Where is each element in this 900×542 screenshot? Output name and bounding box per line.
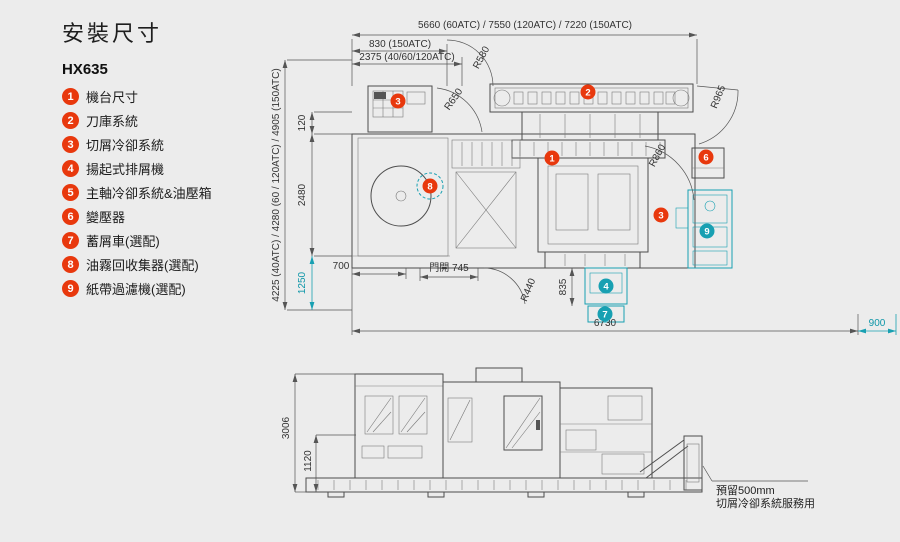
table-area-outline	[352, 137, 450, 257]
legend-item: 8 油霧回收集器(選配)	[62, 255, 272, 274]
transformer-outline	[691, 147, 725, 179]
legend-item: 9 紙帶過濾機(選配)	[62, 279, 272, 298]
plan-markers: 3 2 1 8 6	[390, 84, 715, 322]
dim-835: 835	[558, 278, 569, 295]
dim-overall-depth: 4225 (40ATC) / 4280 (60 / 120ATC) / 4905…	[271, 68, 282, 301]
svg-text:1: 1	[549, 153, 555, 164]
legend-marker: 6	[62, 208, 79, 225]
legend-item: 4 揚起式排屑機	[62, 159, 272, 178]
legend-label: 機台尺寸	[86, 90, 139, 105]
side-view: 3006 1120 預留500mm 切屑冷卻系統服務用	[281, 367, 815, 510]
legend-label: 揚起式排屑機	[86, 162, 165, 177]
side-dimensions: 3006 1120	[281, 373, 356, 493]
legend-item: 6 變壓器	[62, 207, 272, 226]
dim-120: 120	[297, 114, 308, 131]
diagram-marker-tool-magazine: 2	[580, 84, 596, 100]
service-clearance-note: 預留500mm 切屑冷卻系統服務用	[702, 465, 815, 510]
svg-text:6: 6	[703, 152, 708, 163]
diagram-marker-oil-mist: 8	[422, 178, 438, 194]
legend-label: 油霧回收集器(選配)	[86, 258, 199, 273]
legend-item: 1 機台尺寸	[62, 87, 272, 106]
dim-3006: 3006	[281, 416, 292, 439]
dim-830: 830 (150ATC)	[369, 39, 431, 50]
side-machine-outline	[305, 367, 703, 498]
door-swing-arcs	[436, 39, 739, 305]
dim-overall-width: 5660 (60ATC) / 7550 (120ATC) / 7220 (150…	[418, 20, 632, 31]
svg-text:8: 8	[427, 181, 432, 192]
diagram-marker-chip-conveyor: 4	[598, 278, 614, 294]
model-name: HX635	[62, 61, 108, 78]
legend-item: 3 切屑冷卻系統	[62, 135, 272, 154]
dim-door-open: 門開 745	[429, 262, 469, 274]
plan-dimensions: 5660 (60ATC) / 7550 (120ATC) / 7220 (150…	[271, 20, 897, 335]
svg-text:3: 3	[395, 96, 400, 107]
svg-text:2: 2	[585, 87, 590, 98]
dim-6730: 6730	[594, 318, 617, 329]
dim-700: 700	[333, 261, 350, 272]
legend-label: 變壓器	[86, 210, 126, 225]
plan-view: 5660 (60ATC) / 7550 (120ATC) / 7220 (150…	[271, 20, 897, 335]
column-assembly-outline	[511, 111, 666, 269]
legend-marker: 9	[62, 280, 79, 297]
note-line-2: 切屑冷卻系統服務用	[716, 496, 815, 510]
radius-r440: R440	[519, 277, 538, 304]
diagram-marker-chip-cooling-2: 3	[653, 207, 669, 223]
dim-1250: 1250	[297, 271, 308, 294]
diagram-marker-chip-cooling: 3	[390, 93, 406, 109]
dim-900: 900	[869, 318, 886, 329]
dim-1120: 1120	[303, 450, 314, 472]
svg-text:4: 4	[603, 281, 609, 292]
legend-item: 5 主軸冷卻系統&油壓箱	[62, 183, 272, 202]
info-panel: 安裝尺寸 HX635 1 機台尺寸 2 刀庫系統 3 切屑冷卻系統 4 揚起式排…	[62, 16, 272, 303]
legend-label: 主軸冷卻系統&油壓箱	[86, 186, 212, 201]
svg-text:9: 9	[704, 226, 709, 237]
optional-equipment-outline	[416, 172, 733, 323]
legend-marker: 1	[62, 88, 79, 105]
page-title: 安裝尺寸	[62, 21, 163, 46]
pallet-area-outline	[451, 139, 521, 249]
diagram-marker-machine: 1	[544, 150, 560, 166]
note-line-1: 預留500mm	[716, 484, 775, 497]
legend-marker: 2	[62, 112, 79, 129]
legend-item: 7 蓄屑車(選配)	[62, 231, 272, 250]
legend-label: 紙帶過濾機(選配)	[86, 282, 186, 297]
legend-label: 切屑冷卻系統	[86, 138, 165, 153]
legend-item: 2 刀庫系統	[62, 111, 272, 130]
diagram-marker-chip-cart: 7	[597, 306, 613, 322]
legend-marker: 3	[62, 136, 79, 153]
dim-2480: 2480	[297, 183, 308, 206]
diagram-marker-paper-filter: 9	[699, 223, 715, 239]
legend-label: 刀庫系統	[86, 114, 139, 129]
legend-marker: 8	[62, 256, 79, 273]
legend-marker: 7	[62, 232, 79, 249]
legend-marker: 4	[62, 160, 79, 177]
legend-label: 蓄屑車(選配)	[86, 234, 160, 249]
dim-2375: 2375 (40/60/120ATC)	[359, 52, 454, 63]
svg-text:3: 3	[658, 210, 663, 221]
svg-text:7: 7	[602, 309, 607, 320]
legend: 1 機台尺寸 2 刀庫系統 3 切屑冷卻系統 4 揚起式排屑機 5 主軸冷卻系統…	[62, 87, 272, 298]
plan-machine-outline	[351, 83, 725, 269]
diagram-marker-transformer: 6	[698, 149, 714, 165]
legend-marker: 5	[62, 184, 79, 201]
